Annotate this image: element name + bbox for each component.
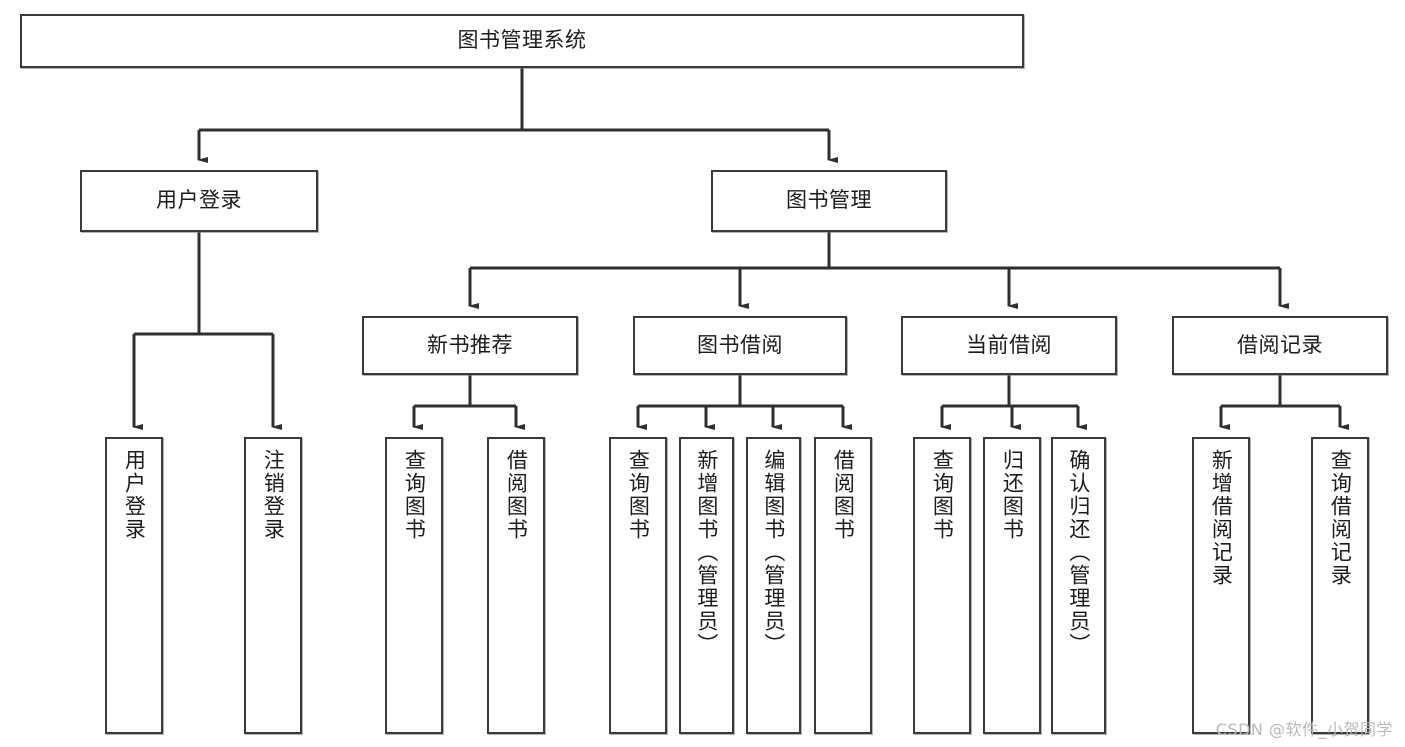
node-new-book-rec-label: 新书推荐 xyxy=(427,332,513,357)
leaf-node-cur-return-book[interactable]: 归还图书 xyxy=(983,437,1041,734)
edge-current-borrow-bus xyxy=(940,375,1087,430)
leaf-node-user-logout[interactable]: 注销登录 xyxy=(244,437,302,734)
leaf-node-cur-confirm-return[interactable]: 确认归还（管理员） xyxy=(1051,437,1106,734)
leaf-node-borrow-query-book[interactable]: 查询图书 xyxy=(609,437,667,734)
edge-borrow-record-bus xyxy=(1219,375,1349,430)
edge-user-login-bus xyxy=(132,232,282,430)
leaf-node-user-login-label: 用户登录 xyxy=(122,449,147,541)
node-book-borrow-label: 图书借阅 xyxy=(697,332,783,357)
node-root[interactable]: 图书管理系统 xyxy=(20,14,1024,68)
leaf-node-borrow-query-book-label: 查询图书 xyxy=(626,449,651,541)
node-new-book-rec[interactable]: 新书推荐 xyxy=(362,316,578,375)
leaf-node-borrow-edit-book-label: 编辑图书（管理员） xyxy=(761,449,786,656)
leaf-node-user-logout-label: 注销登录 xyxy=(261,449,286,541)
node-book-borrow[interactable]: 图书借阅 xyxy=(633,316,847,375)
leaf-node-rec-query-book-label: 查询图书 xyxy=(402,449,427,541)
edge-root-bus xyxy=(197,68,838,163)
node-borrow-record-label: 借阅记录 xyxy=(1237,332,1323,357)
leaf-node-borrow-borrow-book[interactable]: 借阅图书 xyxy=(814,437,872,734)
edge-new-book-rec-bus xyxy=(412,375,525,430)
csdn-watermark: CSDN @软件_小贺同学 xyxy=(1215,720,1393,739)
node-book-manage-label: 图书管理 xyxy=(786,188,872,213)
node-current-borrow-label: 当前借阅 xyxy=(966,332,1052,357)
leaf-node-rec-query-book[interactable]: 查询图书 xyxy=(385,437,443,734)
leaf-node-borrow-add-book[interactable]: 新增图书（管理员） xyxy=(679,437,734,734)
leaf-node-borrow-add-book-label: 新增图书（管理员） xyxy=(694,449,719,656)
leaf-node-rec-add-record[interactable]: 新增借阅记录 xyxy=(1192,437,1250,734)
node-current-borrow[interactable]: 当前借阅 xyxy=(901,316,1117,375)
node-root-label: 图书管理系统 xyxy=(457,28,587,53)
node-borrow-record[interactable]: 借阅记录 xyxy=(1172,316,1388,375)
node-book-manage[interactable]: 图书管理 xyxy=(711,170,947,232)
leaf-node-rec-borrow-book-label: 借阅图书 xyxy=(504,449,529,541)
node-user-login[interactable]: 用户登录 xyxy=(80,170,318,232)
leaf-node-cur-confirm-return-label: 确认归还（管理员） xyxy=(1066,449,1091,656)
leaf-node-borrow-borrow-book-label: 借阅图书 xyxy=(831,449,856,541)
leaf-node-borrow-edit-book[interactable]: 编辑图书（管理员） xyxy=(746,437,801,734)
edge-book-borrow-bus xyxy=(636,375,852,430)
leaf-node-cur-query-book[interactable]: 查询图书 xyxy=(913,437,971,734)
leaf-node-cur-query-book-label: 查询图书 xyxy=(930,449,955,541)
edge-book-manage-bus xyxy=(468,232,1289,309)
leaf-node-user-login[interactable]: 用户登录 xyxy=(105,437,163,734)
leaf-node-rec-borrow-book[interactable]: 借阅图书 xyxy=(487,437,545,734)
leaf-node-rec-query-record-label: 查询借阅记录 xyxy=(1328,449,1353,587)
node-user-login-label: 用户登录 xyxy=(156,188,242,213)
leaf-node-rec-query-record[interactable]: 查询借阅记录 xyxy=(1311,437,1369,734)
leaf-node-cur-return-book-label: 归还图书 xyxy=(1000,449,1025,541)
leaf-node-rec-add-record-label: 新增借阅记录 xyxy=(1209,449,1234,587)
